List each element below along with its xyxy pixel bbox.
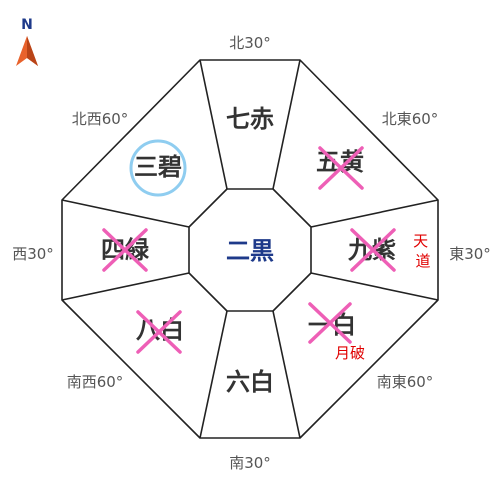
note-tendo-char-1: 天 (413, 232, 428, 250)
direction-southwest: 南西60° (67, 373, 124, 391)
sector-north-label: 七赤 (226, 105, 274, 133)
compass: N (16, 17, 38, 66)
cross-mark-west (102, 228, 148, 272)
direction-northeast: 北東60° (382, 110, 439, 128)
note-tendo: 天 道 (413, 232, 433, 270)
divider-line (61, 272, 190, 301)
direction-southeast: 南東60° (377, 373, 434, 391)
direction-south: 南30° (229, 454, 271, 472)
annotations: 天 道 月破 (335, 232, 433, 362)
direction-labels: 北30° 北東60° 東30° 南東60° 南30° 南西60° 西30° 北西… (12, 34, 491, 472)
note-tendo-char-2: 道 (415, 252, 430, 270)
cross-mark-southwest (136, 310, 182, 354)
cross-mark-northeast (318, 146, 364, 190)
divider-line (199, 310, 228, 439)
direction-east: 東30° (449, 245, 491, 263)
center-star-label: 二黒 (226, 237, 274, 265)
cross-mark-southeast (308, 302, 352, 344)
direction-north: 北30° (229, 34, 271, 52)
auspicious-circle-mark (129, 139, 187, 197)
sector-northwest-label: 三碧 (134, 153, 182, 181)
compass-arrow-shade (27, 36, 38, 66)
divider-line (61, 199, 190, 228)
octagon-frame (61, 59, 439, 439)
divider-line (272, 310, 301, 439)
direction-northwest: 北西60° (72, 110, 129, 128)
sector-marks (102, 139, 396, 354)
divider-line (310, 199, 439, 228)
note-geppa: 月破 (335, 344, 365, 362)
cross-mark-east (350, 228, 396, 272)
compass-north-letter: N (21, 17, 33, 33)
sector-south-label: 六白 (226, 368, 274, 396)
divider-line (310, 272, 439, 301)
divider-line (199, 59, 228, 190)
direction-west: 西30° (12, 245, 54, 263)
divider-line (272, 59, 301, 190)
